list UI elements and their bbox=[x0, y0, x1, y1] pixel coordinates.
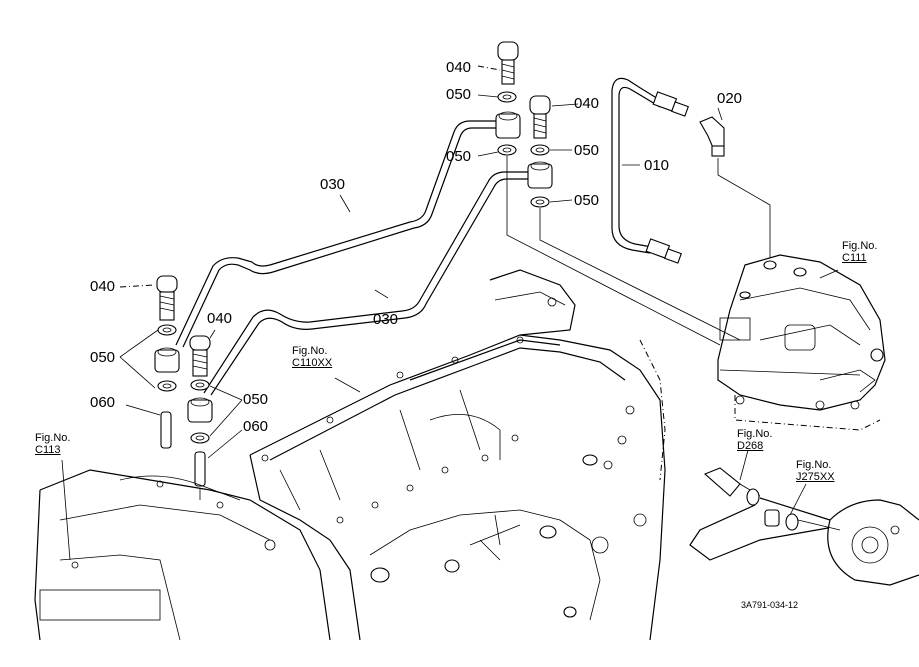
pin-060-right bbox=[194, 451, 206, 487]
figref-c113: Fig.No. C113 bbox=[35, 432, 70, 456]
callout-010: 010 bbox=[644, 157, 670, 174]
figref-c110xx-ref[interactable]: C110XX bbox=[292, 357, 333, 369]
front-housing bbox=[34, 469, 331, 641]
callout-060-left: 060 bbox=[90, 394, 116, 411]
pin-060-left bbox=[160, 411, 172, 449]
washer-050-top-1 bbox=[497, 91, 517, 103]
banjo-bolt-040-second bbox=[529, 95, 551, 139]
callout-050-top: 050 bbox=[446, 86, 472, 103]
figref-c113-label: Fig.No. bbox=[35, 432, 71, 444]
callout-020: 020 bbox=[717, 90, 743, 107]
callout-050-mid: 050 bbox=[243, 391, 269, 408]
figref-d268-label: Fig.No. bbox=[737, 428, 773, 440]
figref-c111: Fig.No. C111 bbox=[842, 240, 877, 264]
callout-040-left: 040 bbox=[90, 278, 116, 295]
pump-j275 bbox=[827, 499, 919, 586]
callout-030-lower: 030 bbox=[373, 311, 399, 328]
transmission-case bbox=[249, 269, 666, 641]
figref-j275xx-label: Fig.No. bbox=[796, 459, 832, 471]
callout-060-right: 060 bbox=[243, 418, 269, 435]
pipe-fitting-d268 bbox=[689, 467, 841, 561]
callout-050-left: 050 bbox=[90, 349, 116, 366]
figref-c111-label: Fig.No. bbox=[842, 240, 878, 252]
figref-j275xx: Fig.No. J275XX bbox=[796, 459, 835, 483]
callout-040-second: 040 bbox=[574, 95, 600, 112]
figref-c113-ref[interactable]: C113 bbox=[35, 444, 61, 456]
banjo-bolt-040-left bbox=[156, 275, 178, 321]
figref-j275xx-ref[interactable]: J275XX bbox=[796, 471, 835, 483]
callout-040-mid: 040 bbox=[207, 310, 233, 327]
pipe-030-upper bbox=[175, 120, 497, 348]
callout-050-right-low: 050 bbox=[574, 192, 600, 209]
elbow-fitting-020 bbox=[699, 116, 771, 258]
hose-010 bbox=[611, 77, 689, 264]
drawing-code: 3A791-034-12 bbox=[741, 600, 799, 610]
washer-050-top-2 bbox=[497, 144, 517, 156]
pipe-030-lower bbox=[203, 171, 530, 396]
banjo-bolt-040-mid bbox=[189, 335, 211, 377]
figref-c110xx: Fig.No. C110XX bbox=[292, 345, 332, 369]
callout-030-upper: 030 bbox=[320, 176, 346, 193]
leader-lines bbox=[61, 65, 839, 561]
banjo-fitting-top bbox=[495, 111, 521, 139]
banjo-fitting-second bbox=[527, 161, 553, 189]
banjo-bolt-040-top bbox=[497, 41, 519, 85]
figref-c110xx-label: Fig.No. bbox=[292, 345, 328, 357]
callout-050-left-mid: 050 bbox=[446, 148, 472, 165]
callout-040-top: 040 bbox=[446, 59, 472, 76]
figref-d268-ref[interactable]: D268 bbox=[737, 440, 764, 452]
figref-d268: Fig.No. D268 bbox=[737, 428, 772, 452]
callout-050-right-mid: 050 bbox=[574, 142, 600, 159]
figref-c111-ref[interactable]: C111 bbox=[842, 252, 867, 264]
control-valve bbox=[639, 254, 886, 481]
